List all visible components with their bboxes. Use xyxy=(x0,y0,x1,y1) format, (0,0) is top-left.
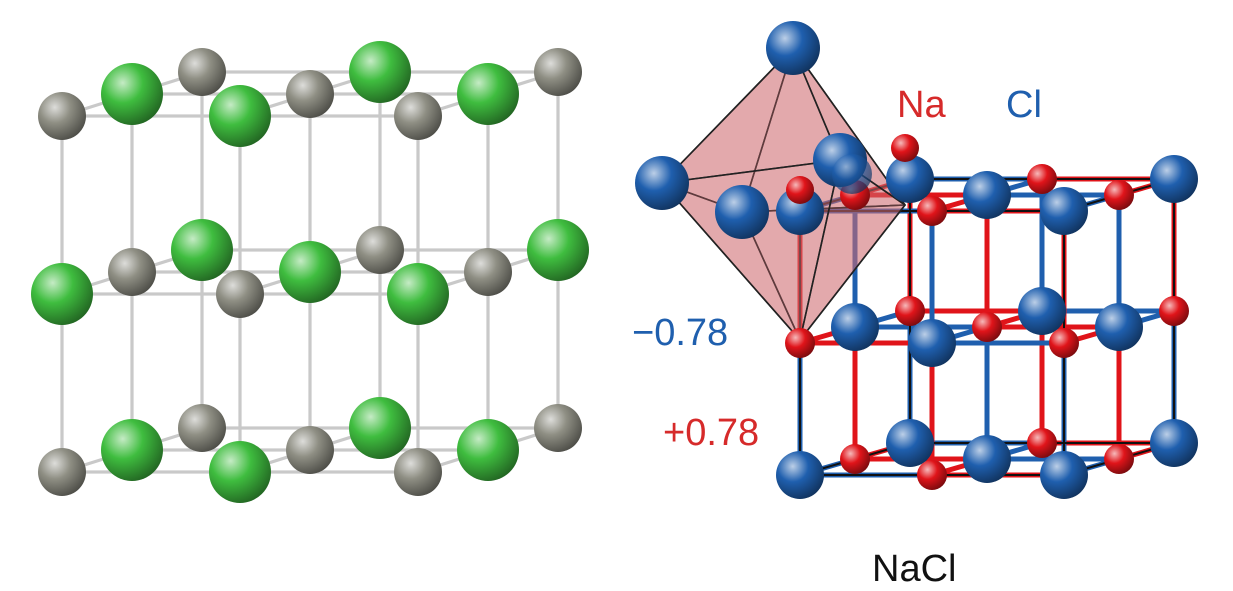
chloride-ion xyxy=(886,155,934,203)
chloride-ion xyxy=(886,419,934,467)
sodium-atom xyxy=(394,92,442,140)
positive-charge-label: +0.78 xyxy=(663,412,760,454)
chloride-ion xyxy=(1150,419,1198,467)
chloride-ion xyxy=(776,187,824,235)
sodium-atom xyxy=(356,226,404,274)
chlorine-atom xyxy=(31,263,93,325)
sodium-atom xyxy=(178,404,226,452)
chloride-ion xyxy=(1150,155,1198,203)
sodium-atom xyxy=(108,248,156,296)
chlorine-atom xyxy=(279,241,341,303)
left-lattice-atoms xyxy=(31,41,589,503)
sodium-atom xyxy=(286,70,334,118)
sodium-ion xyxy=(895,296,925,326)
sodium-atom xyxy=(178,48,226,96)
chlorine-atom xyxy=(209,441,271,503)
sodium-ion xyxy=(786,176,814,204)
chloride-ion xyxy=(963,435,1011,483)
sodium-atom xyxy=(394,448,442,496)
na-label: Na xyxy=(897,84,946,126)
sodium-ion xyxy=(891,134,919,162)
sodium-atom xyxy=(38,448,86,496)
sodium-ion xyxy=(1027,428,1057,458)
sodium-ion xyxy=(1049,328,1079,358)
sodium-atom xyxy=(38,92,86,140)
chloride-ion xyxy=(1040,451,1088,499)
chloride-ion xyxy=(1018,287,1066,335)
chloride-ion xyxy=(715,185,769,239)
chloride-ion xyxy=(776,451,824,499)
sodium-atom xyxy=(216,270,264,318)
sodium-atom xyxy=(534,48,582,96)
figure-title: NaCl xyxy=(872,548,957,590)
chlorine-atom xyxy=(171,219,233,281)
sodium-ion xyxy=(1104,180,1134,210)
chloride-ion xyxy=(1040,187,1088,235)
cl-label: Cl xyxy=(1006,84,1042,126)
chloride-ion xyxy=(963,171,1011,219)
chlorine-atom xyxy=(349,397,411,459)
sodium-atom xyxy=(286,426,334,474)
central-ion xyxy=(832,154,872,194)
chlorine-atom xyxy=(101,419,163,481)
chlorine-atom xyxy=(101,63,163,125)
chloride-ion xyxy=(1095,303,1143,351)
chlorine-atom xyxy=(527,219,589,281)
sodium-atom xyxy=(534,404,582,452)
right-lattice-atoms xyxy=(635,21,1198,499)
sodium-ion xyxy=(1027,164,1057,194)
sodium-ion xyxy=(840,444,870,474)
octahedron-face xyxy=(799,159,906,341)
chlorine-atom xyxy=(349,41,411,103)
sodium-ion xyxy=(1104,444,1134,474)
sodium-atom xyxy=(464,248,512,296)
sodium-ion xyxy=(785,328,815,358)
chlorine-atom xyxy=(209,85,271,147)
negative-charge-label: −0.78 xyxy=(632,312,729,354)
sodium-ion xyxy=(972,312,1002,342)
chlorine-atom xyxy=(387,263,449,325)
chloride-ion xyxy=(831,303,879,351)
sodium-ion xyxy=(1159,296,1189,326)
sodium-ion xyxy=(917,196,947,226)
chloride-ion xyxy=(766,21,820,75)
chloride-ion xyxy=(908,319,956,367)
sodium-ion xyxy=(917,460,947,490)
chloride-ion xyxy=(635,156,689,210)
chlorine-atom xyxy=(457,419,519,481)
chlorine-atom xyxy=(457,63,519,125)
